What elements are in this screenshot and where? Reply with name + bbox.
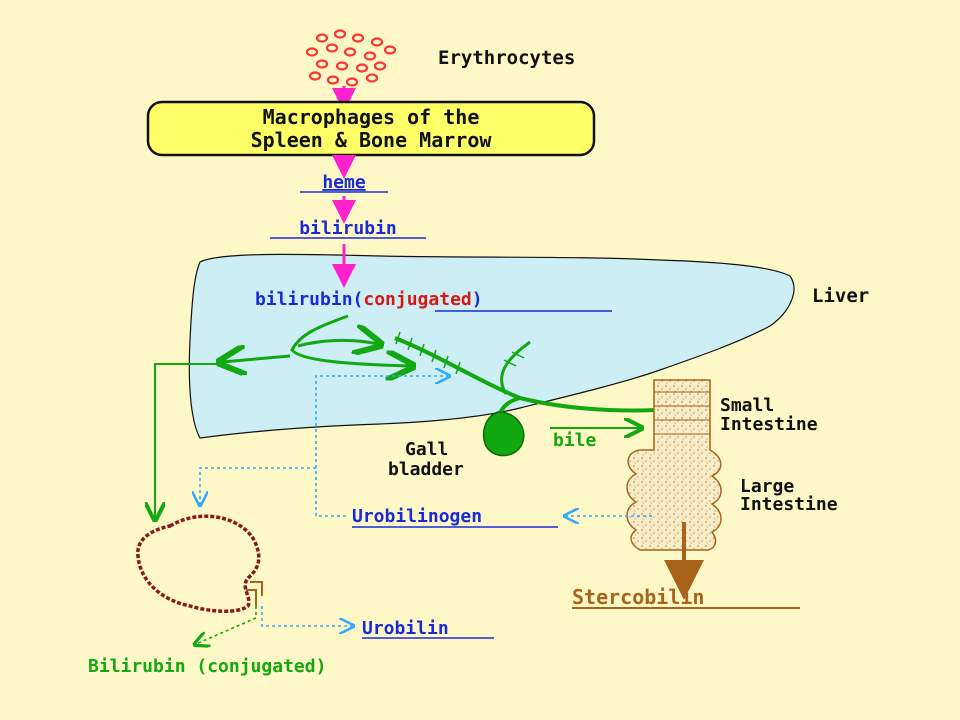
gallbladder-icon <box>482 411 525 457</box>
gallbladder-line2: bladder <box>388 459 464 480</box>
small-intestine-line1: Small <box>720 395 774 416</box>
macrophages-line2: Spleen & Bone Marrow <box>251 128 493 152</box>
kidney-to-urobilin-arrow <box>261 606 352 626</box>
kidney-to-urine-bilirubin-arrow <box>196 606 257 644</box>
urobilinogen-label: Urobilinogen <box>352 506 482 527</box>
urobilinogen-pathway <box>200 376 652 516</box>
erythrocytes-label: Erythrocytes <box>438 47 575 69</box>
ureter-lines <box>246 581 263 606</box>
erythrocyte-cluster-icon <box>305 29 397 87</box>
urine-bilirubin-label: Bilirubin (conjugated) <box>88 656 326 677</box>
bilirubin-label: bilirubin <box>299 218 397 239</box>
small-intestine-line2: Intestine <box>720 414 818 435</box>
macrophages-box <box>146 100 596 157</box>
intestine-icon <box>626 379 722 551</box>
bile-duct-network <box>222 314 657 421</box>
liver-shape <box>188 253 795 439</box>
gallbladder-line1: Gall <box>405 439 448 460</box>
bile-label: bile <box>553 430 597 451</box>
heme-label: heme <box>322 172 366 193</box>
liver-label: Liver <box>812 285 869 307</box>
liver-to-kidney-line <box>155 363 222 518</box>
macrophages-line1: Macrophages of the <box>263 105 480 129</box>
stercobilin-label: Stercobilin <box>572 585 704 609</box>
large-intestine-line2: Intestine <box>740 494 838 515</box>
bilirubin-conjugated-label: bilirubin(conjugated) <box>255 289 483 310</box>
large-intestine-line1: Large <box>740 476 794 497</box>
kidney-icon <box>136 514 261 613</box>
urobilin-label: Urobilin <box>362 618 449 639</box>
bile-duct-hatching <box>395 331 525 375</box>
